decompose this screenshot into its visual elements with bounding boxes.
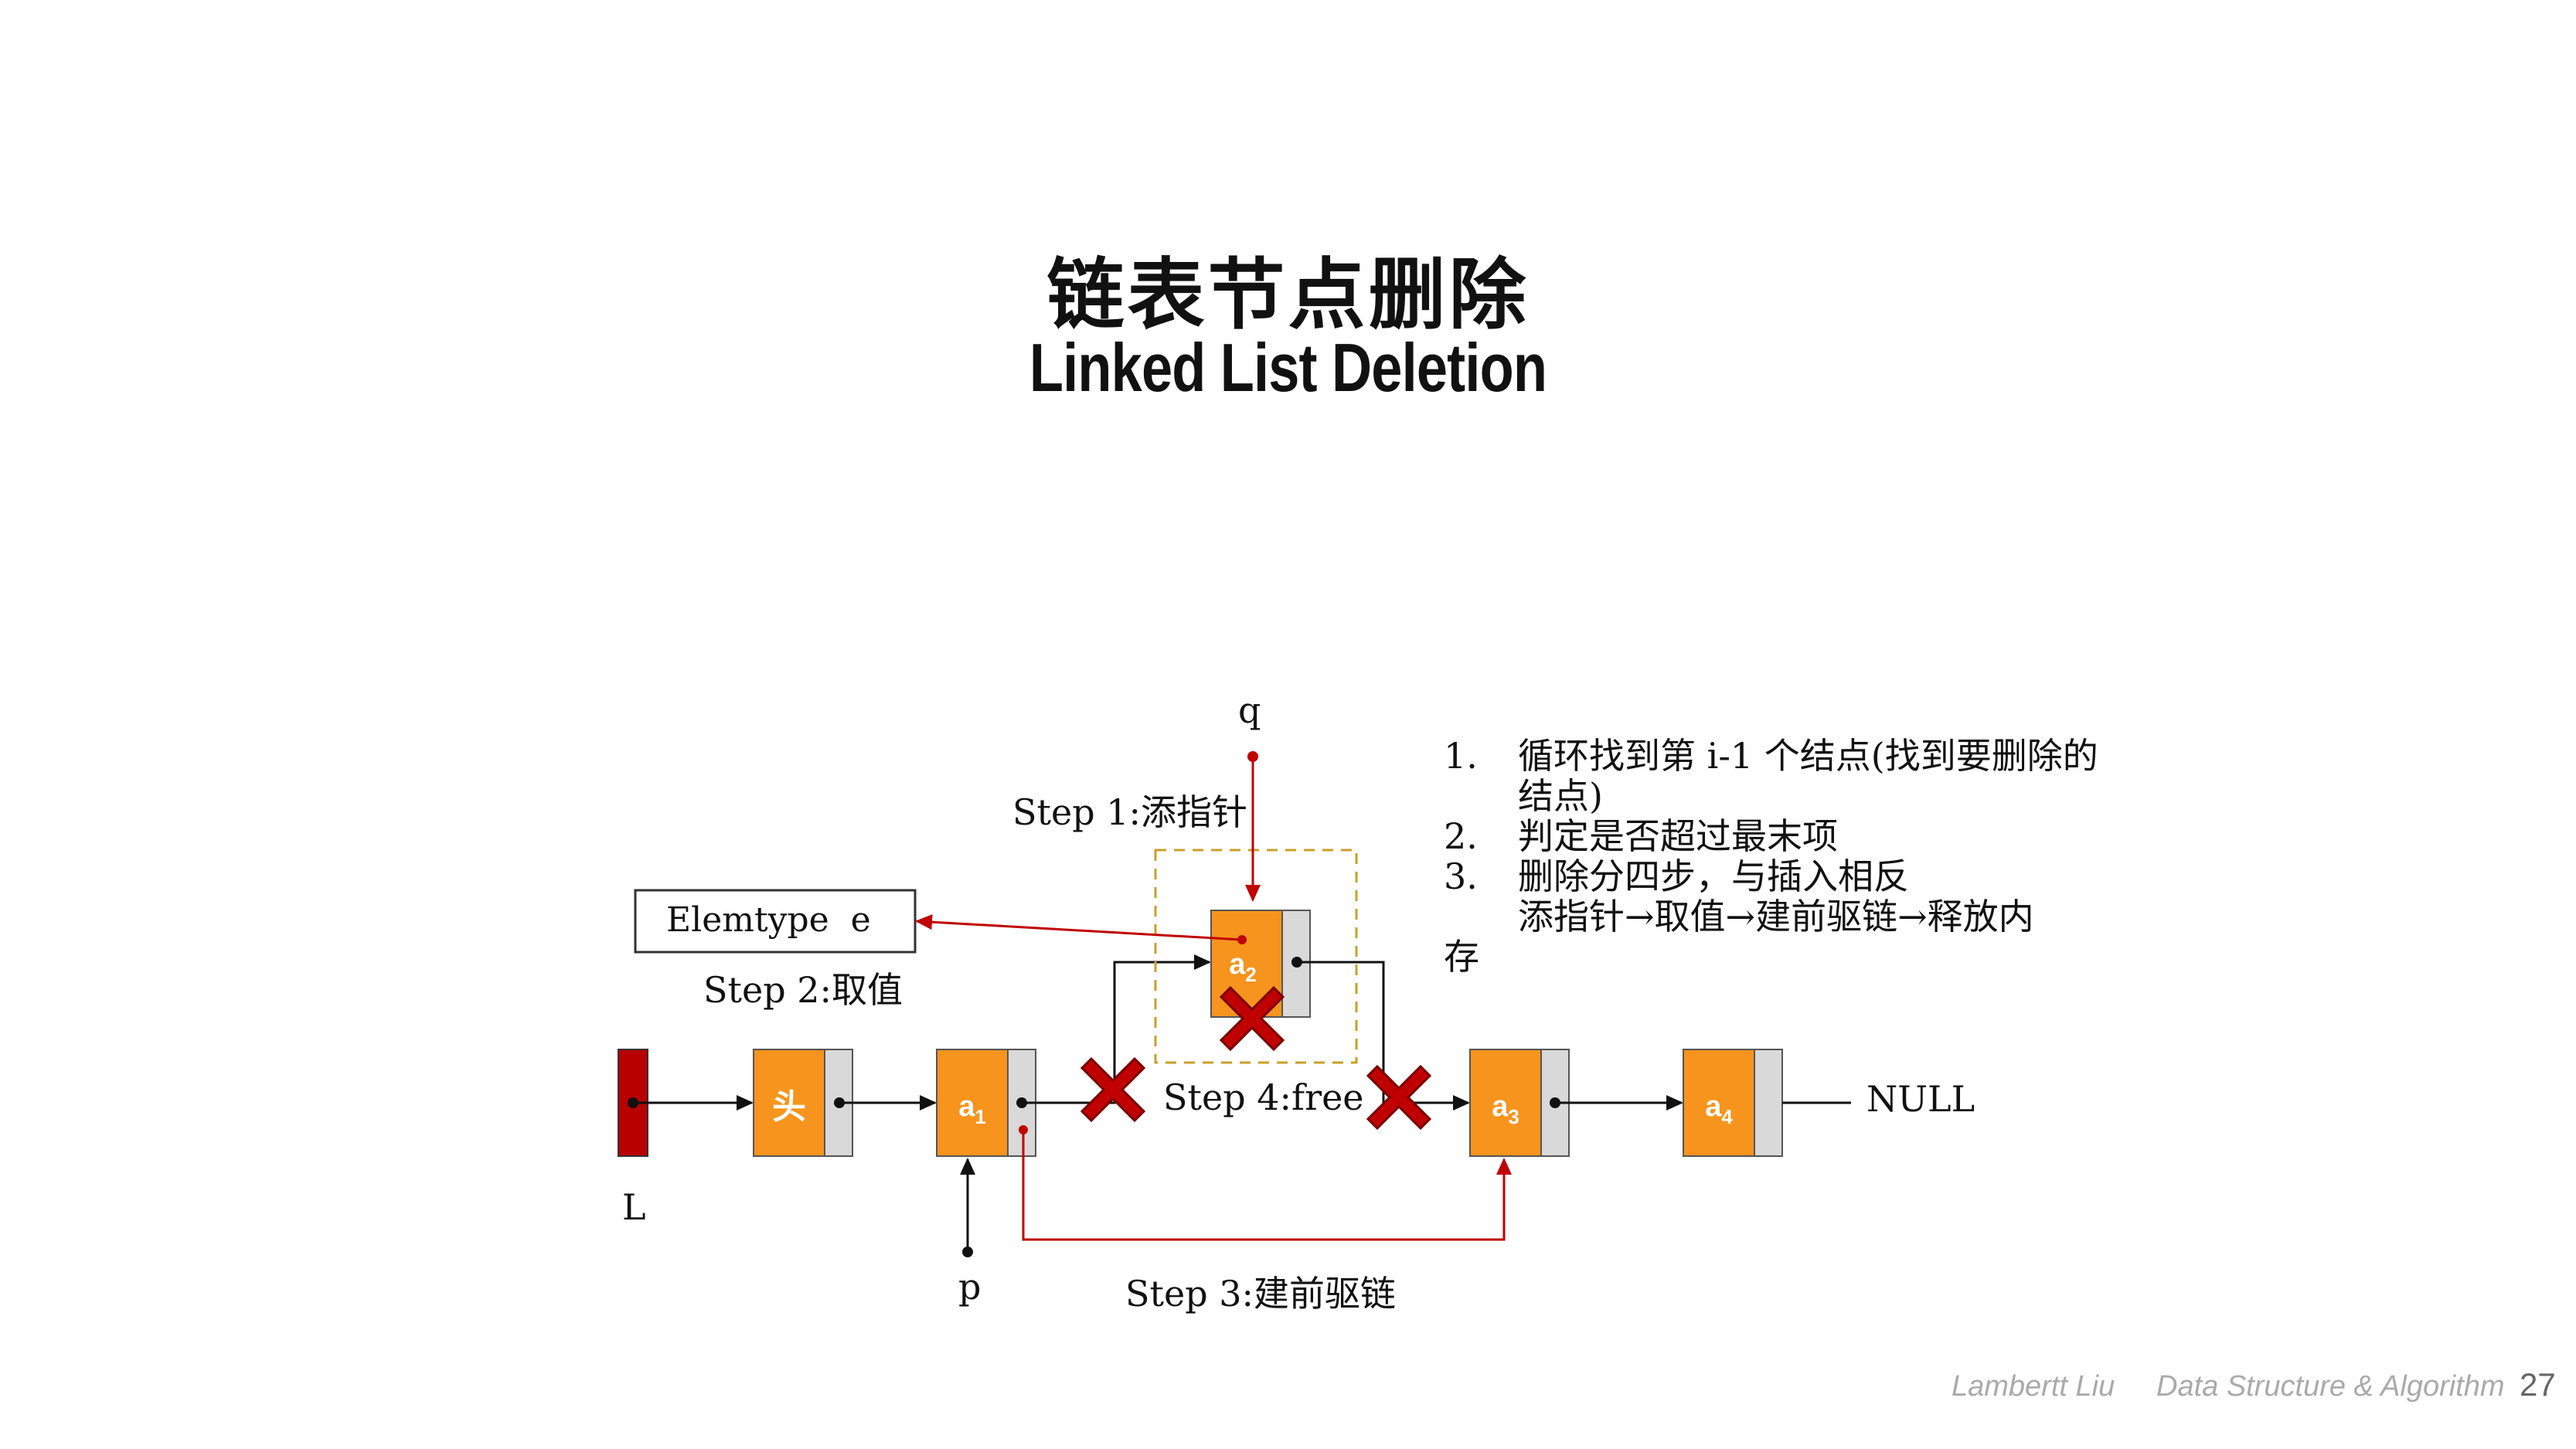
label-step4: Step 4:free [1163, 1077, 1364, 1118]
step-item-3-continuation: 添指针→取值→建前驱链→释放内 [1518, 896, 2034, 937]
delete-x-a2-icon [1219, 985, 1285, 1052]
elemtype-box [634, 889, 917, 954]
node-a1-label: a1 [958, 1090, 986, 1128]
label-step1: Step 1:添指针 [1012, 791, 1248, 833]
footer-author: Lambertt Liu [1952, 1370, 2115, 1403]
steps-list: 1. 循环找到第 i-1 个结点(找到要删除的结点) 2. 判定是否超过最末项 … [1444, 736, 2108, 977]
delete-x-link2-icon [1366, 1064, 1432, 1131]
step-item-3: 3. 删除分四步，与插入相反 [1444, 855, 1909, 897]
page-number: 27 [2520, 1366, 2556, 1403]
step-item-1: 1. 循环找到第 i-1 个结点(找到要删除的结点) [1444, 735, 2098, 817]
elemtype-label: Elemtype e [666, 900, 871, 940]
label-p: p [958, 1266, 982, 1308]
step-item-3-text: 删除分四步，与插入相反 [1518, 855, 1909, 897]
old-link-a1-a2 [1022, 954, 1211, 1104]
node-a2-label: a2 [1229, 948, 1257, 986]
step-item-2-text: 判定是否超过最末项 [1518, 815, 1838, 857]
node-a4-data [1683, 1049, 1755, 1157]
label-step3: Step 3:建前驱链 [1125, 1273, 1397, 1315]
node-a1-data [936, 1049, 1009, 1157]
old-link-a2-a3 [1297, 961, 1470, 1111]
page-title-en: Linked List Deletion [1029, 329, 1547, 406]
label-L: L [622, 1186, 646, 1228]
node-a3-label: a3 [1492, 1090, 1519, 1128]
label-step2: Step 2:取值 [703, 969, 903, 1011]
deleted-node-frame [1154, 849, 1358, 1064]
step-item-3-overflow: 存 [1444, 936, 1479, 978]
label-q: q [1238, 689, 1261, 731]
step-item-1-text: 循环找到第 i-1 个结点(找到要删除的结点) [1518, 735, 2098, 817]
label-null: NULL [1866, 1078, 1975, 1120]
node-a4-label: a4 [1705, 1090, 1733, 1128]
arrow-a2-to-elemtype [915, 914, 1243, 941]
delete-x-link1-icon [1080, 1056, 1146, 1123]
new-link-a1-a3 [1022, 1130, 1512, 1241]
head-node-label: 头 [772, 1087, 806, 1127]
page-title-zh: 链表节点删除 [1046, 249, 1530, 340]
node-a4-next [1754, 1049, 1783, 1157]
footer-course: Data Structure & Algorithm [2156, 1370, 2505, 1403]
node-a3-data [1469, 1049, 1542, 1157]
step-item-2: 2. 判定是否超过最末项 [1444, 815, 1838, 857]
